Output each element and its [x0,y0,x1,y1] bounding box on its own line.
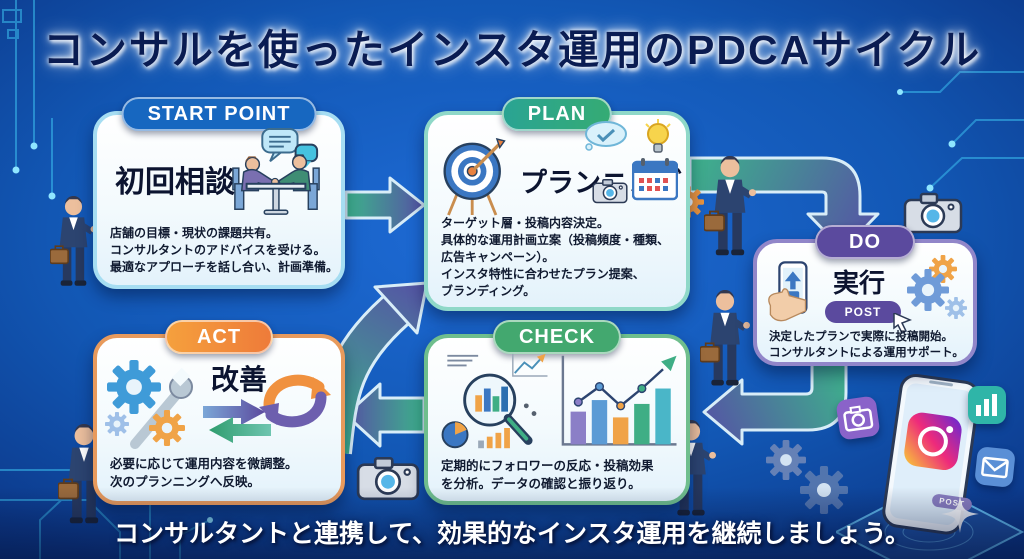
start-point-description: 店舗の目標・現状の課題共有。 コンサルタントのアドバイスを受ける。 最適なアプロ… [110,226,339,275]
do-title: 実行 [833,268,886,298]
mail-app-icon [974,446,1016,488]
calendar-icon [632,158,678,201]
exchange-arrows-icon [203,399,271,443]
magnifier-chart-icon [463,373,533,445]
do-card: DO 実行 POST 決定したプランで実際に投稿開始。 コンサルタントによる運用… [753,225,977,366]
check-card: CHECK [424,320,690,505]
gears-icon [907,255,967,319]
act-card: ACT 改善 必要に応じて運用内容を微調整。 次のプランニングへ反映。 [93,320,345,505]
start-point-title: 初回相談 [115,166,235,199]
camera-icon [592,177,628,204]
speech-bubble-icon [261,127,299,154]
growth-bar-chart-icon [561,355,677,446]
analytics-illustration [441,353,677,449]
sparkle-icon [941,495,979,533]
plan-description: ターゲット層・投稿内容決定。 具体的な運用計画立案（投稿頻度・種類、 広告キャン… [441,216,670,299]
consultation-illustration [232,127,320,215]
arrow-check-to-act [344,382,426,448]
cursor-icon [893,313,912,335]
instagram-logo [904,412,962,471]
mini-bars-icon [478,428,510,449]
target-dart-icon [443,137,506,216]
smartphone-upload-icon [768,261,808,322]
plan-card: PLAN プランニング [424,97,690,311]
smartphone [882,373,980,535]
camera-app-icon [835,395,881,441]
lightbulb-icon [645,119,671,153]
check-description: 定期的にフォロワーの反応・投稿効果 を分析。データの確認と振り返り。 [441,459,654,491]
cycle-arrows-icon [259,374,331,428]
camera-icon [356,454,420,501]
start-point-card: START POINT 初回相談 店舗の目標・現状の課題共有。 コンサ [93,97,345,289]
instagram-phone-illustration: POST [833,372,1024,559]
thought-cloud-icon [585,121,627,151]
do-badge: DO [815,225,915,259]
act-description: 必要に応じて運用内容を微調整。 次のプランニングへ反映。 [110,457,298,489]
start-point-badge: START POINT [121,97,317,131]
page-title: コンサルを使ったインスタ運用のPDCAサイクル [42,27,982,73]
wrench-gears-icon [105,360,193,449]
business-person [704,156,756,260]
camera-icon [903,190,963,234]
act-badge: ACT [164,320,274,354]
do-description: 決定したプランで実際に投稿開始。 コンサルタントによる運用サポート。 [769,331,964,360]
arrow-start-to-plan [344,176,426,234]
chart-app-icon [968,386,1006,424]
hand-icon [768,288,807,322]
act-title: 改善 [211,364,268,395]
check-badge: CHECK [492,320,622,354]
business-person [50,196,97,290]
business-person [700,290,750,390]
footer-message: コンサルタントと連携して、効果的なインスタ運用を継続しましょう。 [113,520,910,548]
post-button-illustration: POST [825,301,901,323]
